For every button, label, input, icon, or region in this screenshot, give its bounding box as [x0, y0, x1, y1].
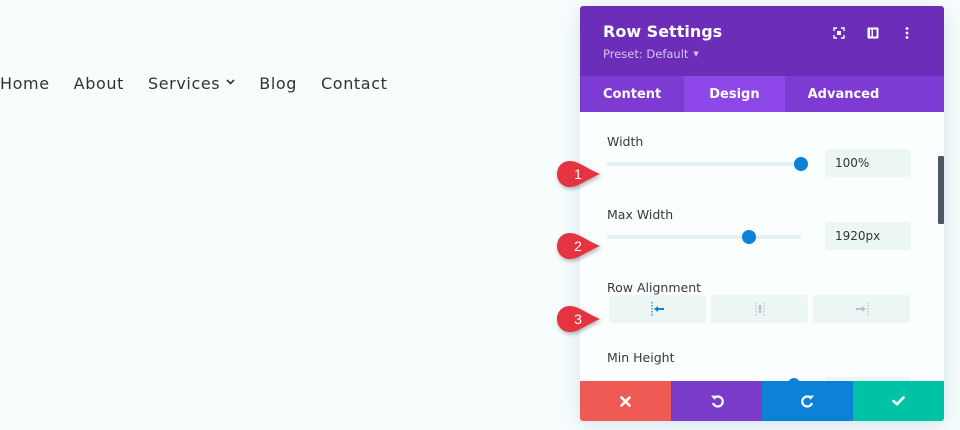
- width-label: Width: [607, 134, 644, 149]
- nav-contact-label: Contact: [321, 74, 388, 93]
- row-alignment-label: Row Alignment: [607, 280, 702, 295]
- check-icon: [892, 396, 905, 406]
- panel-header[interactable]: Row Settings Preset: Default ▼: [580, 6, 944, 76]
- nav-contact[interactable]: Contact: [321, 74, 387, 93]
- preset-dropdown[interactable]: Preset: Default ▼: [603, 47, 921, 61]
- nav-services-label: Services: [147, 74, 221, 93]
- tab-content[interactable]: Content: [603, 86, 662, 102]
- caret-down-icon: ▼: [693, 50, 699, 58]
- nav-about[interactable]: About: [74, 74, 124, 93]
- annotation-number: 1: [574, 166, 582, 182]
- nav-blog-label: Blog: [259, 74, 298, 93]
- width-input[interactable]: 100%: [825, 149, 911, 177]
- settings-tabs: Content Design Advanced: [580, 76, 944, 112]
- focus-icon[interactable]: [822, 25, 856, 41]
- more-vertical-icon[interactable]: [890, 25, 924, 41]
- panel-title: Row Settings: [603, 22, 723, 41]
- close-icon: [620, 395, 631, 407]
- align-right-button[interactable]: [813, 295, 910, 323]
- max-width-slider[interactable]: [607, 230, 801, 244]
- panel-body: Width 100% Max Width 1920px Row Alignmen…: [580, 112, 944, 381]
- redo-button[interactable]: [762, 381, 853, 421]
- nav-home[interactable]: Home: [0, 74, 50, 93]
- split-view-icon[interactable]: [856, 25, 890, 41]
- preset-label: Preset: Default: [603, 47, 689, 61]
- align-left-button[interactable]: [609, 295, 706, 323]
- max-width-label: Max Width: [607, 207, 674, 222]
- nav-home-label: Home: [0, 74, 50, 93]
- min-height-slider-thumb[interactable]: [788, 378, 800, 381]
- tab-advanced[interactable]: Advanced: [807, 86, 880, 102]
- nav-blog[interactable]: Blog: [259, 74, 297, 93]
- max-width-input[interactable]: 1920px: [825, 222, 911, 250]
- save-button[interactable]: [853, 381, 944, 421]
- undo-button[interactable]: [671, 381, 762, 421]
- min-height-label: Min Height: [607, 350, 675, 365]
- tab-design[interactable]: Design: [684, 76, 785, 112]
- align-center-icon: [754, 302, 765, 316]
- panel-footer: [580, 381, 944, 421]
- row-alignment-options: [609, 295, 910, 323]
- width-slider-thumb[interactable]: [794, 157, 808, 171]
- max-width-slider-thumb[interactable]: [741, 230, 756, 244]
- annotation-badge-1: 1: [557, 160, 600, 188]
- annotation-number: 3: [574, 311, 582, 327]
- annotation-number: 2: [574, 238, 582, 254]
- align-center-button[interactable]: [711, 295, 808, 323]
- align-left-icon: [650, 302, 664, 316]
- row-settings-panel: Row Settings Preset: Default ▼ Content D…: [580, 6, 944, 421]
- nav-about-label: About: [73, 74, 124, 93]
- panel-scrollbar[interactable]: [938, 156, 944, 224]
- annotation-badge-2: 2: [557, 232, 600, 260]
- cancel-button[interactable]: [580, 381, 671, 421]
- redo-icon: [800, 395, 814, 408]
- chevron-down-icon: [226, 77, 235, 88]
- main-navigation: Home About Services Blog Contact: [0, 74, 411, 93]
- nav-services[interactable]: Services: [148, 74, 235, 93]
- width-slider[interactable]: [607, 157, 808, 171]
- align-right-icon: [855, 302, 869, 316]
- min-height-input[interactable]: [825, 377, 911, 381]
- undo-icon: [710, 395, 724, 408]
- annotation-badge-3: 3: [557, 305, 600, 333]
